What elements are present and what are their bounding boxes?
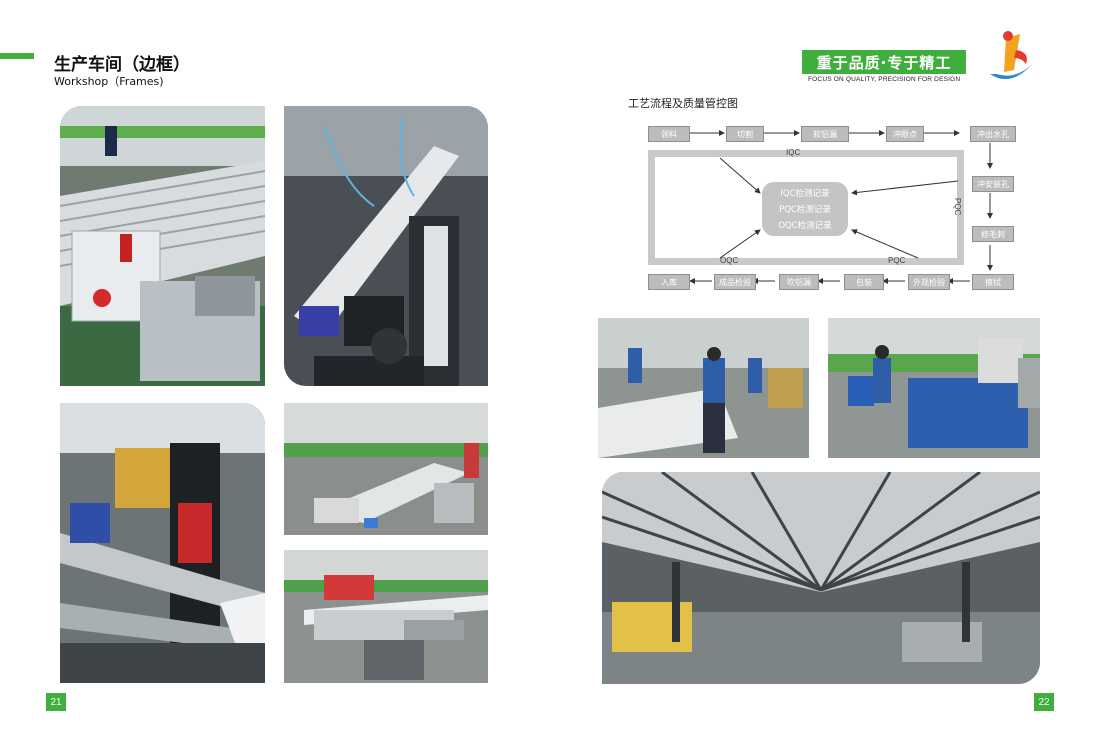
flow-step: 吹铝漏: [779, 274, 819, 290]
photo-workers-inspection: [598, 318, 809, 458]
page-title: 生产车间（边框）: [54, 55, 190, 75]
photo-assembly-line: [60, 106, 265, 386]
pqc-side-label: PQC: [953, 198, 962, 216]
flow-step: 外观检验: [908, 274, 950, 290]
process-flowchart: 领料 切割 软铝漏 冲眼点 冲出水孔 冲安装孔 修毛刺 擦拭 外观检验 包装 吹…: [640, 118, 1030, 298]
title-accent-bar: [0, 53, 34, 59]
photo-workshop-floor: [284, 403, 488, 535]
page-number-left: 21: [46, 693, 66, 711]
photo-machine-operator: [828, 318, 1040, 458]
qc-records-box: IQC检测记录 PQC检测记录 OQC检测记录: [762, 182, 848, 236]
flow-step: 切割: [726, 126, 764, 142]
slogan-banner: 重于品质·专于精工: [802, 50, 966, 74]
flowchart-connectors: [648, 130, 993, 284]
photo-cutting-machine: [284, 106, 488, 386]
flow-step: 冲出水孔: [970, 126, 1016, 142]
brand-logo-icon: [986, 30, 1036, 86]
iqc-label: IQC: [786, 148, 801, 157]
slogan-english: FOCUS ON QUALITY, PRECISION FOR DESIGN: [808, 76, 961, 83]
flow-step: 成品检验: [714, 274, 756, 290]
photo-factory-hall: [602, 472, 1040, 684]
flow-step: 领料: [648, 126, 690, 142]
flow-step: 冲安装孔: [972, 176, 1014, 192]
photo-punching-machine: [60, 403, 265, 683]
page-number-right: 22: [1034, 693, 1054, 711]
flow-step: 擦拭: [972, 274, 1014, 290]
qc-record-line: OQC检测记录: [778, 221, 832, 231]
flow-step: 冲眼点: [886, 126, 924, 142]
qc-record-line: IQC检测记录: [780, 189, 830, 199]
flow-step: 软铝漏: [801, 126, 849, 142]
oqc-label: OQC: [720, 256, 739, 265]
page-subtitle: Workshop（Frames): [54, 75, 164, 88]
qc-record-line: PQC检测记录: [779, 205, 831, 215]
flow-step: 入库: [648, 274, 690, 290]
photo-saw-station: [284, 550, 488, 683]
flowchart-title: 工艺流程及质量管控图: [628, 97, 738, 110]
flow-step: 修毛刺: [972, 226, 1014, 242]
flow-step: 包装: [844, 274, 884, 290]
pqc-bottom-label: PQC: [888, 256, 906, 265]
